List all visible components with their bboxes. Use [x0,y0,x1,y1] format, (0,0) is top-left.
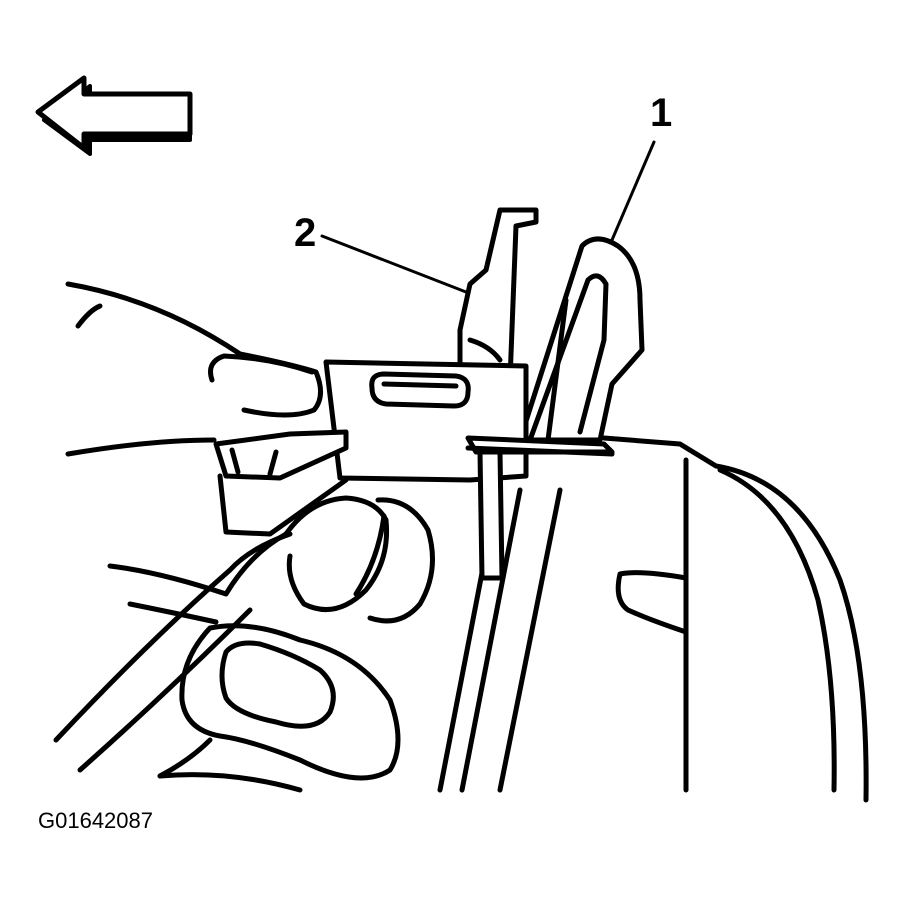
figure-id: G01642087 [38,808,153,833]
callout-1: 1 [610,91,672,242]
retainer-clip [517,236,645,443]
callout-2: 2 [294,211,468,294]
callout-1-label: 1 [650,91,672,135]
housing-body [601,435,869,803]
arrow-left-icon [35,75,193,156]
flange-plate [465,435,615,581]
callout-2-label: 2 [294,211,316,255]
callout-2-leader [320,234,468,294]
left-flange [213,429,349,537]
hand [53,281,435,793]
connector-latch [457,207,539,383]
callout-1-leader [610,140,656,242]
